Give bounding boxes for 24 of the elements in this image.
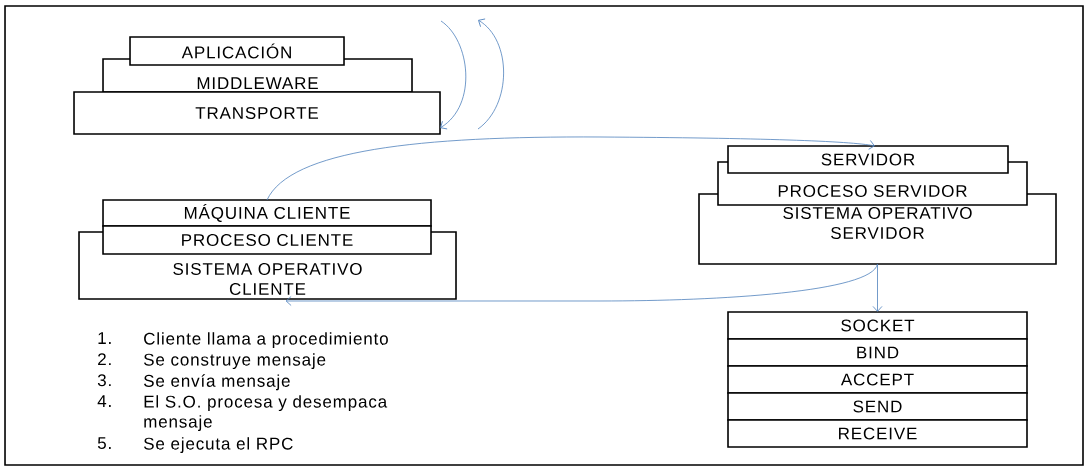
layer-box: APLICACIÓN <box>129 36 345 66</box>
arrow <box>266 136 875 201</box>
arrow <box>285 263 878 306</box>
list-number: 1. <box>98 332 111 344</box>
table-row-box: SEND <box>727 392 1028 421</box>
layer-box: SERVIDOR <box>727 145 1009 174</box>
list-item: Se envía mensaje <box>144 374 290 391</box>
table-row-box: SOCKET <box>727 311 1028 340</box>
list-number: 2. <box>98 353 111 366</box>
layer-box: PROCESO CLIENTE <box>102 225 432 255</box>
list-number: 5. <box>97 437 111 450</box>
layer-box: TRANSPORTE <box>73 91 441 135</box>
arrow <box>440 20 467 130</box>
list-item: Se ejecuta el RPC <box>144 437 293 454</box>
list-item: El S.O. procesa y desempaca mensaje <box>144 395 388 432</box>
list-item: Se construye mensaje <box>144 353 326 370</box>
table-row-box: BIND <box>727 338 1028 367</box>
list-item: Cliente llama a procedimiento <box>144 332 388 349</box>
list-number: 4. <box>97 395 111 407</box>
table-row-box: ACCEPT <box>727 365 1028 394</box>
arrow <box>872 263 883 312</box>
list-number: 3. <box>97 374 111 387</box>
table-row-box: RECEIVE <box>727 419 1028 448</box>
layer-box: MÁQUINA CLIENTE <box>102 199 432 227</box>
